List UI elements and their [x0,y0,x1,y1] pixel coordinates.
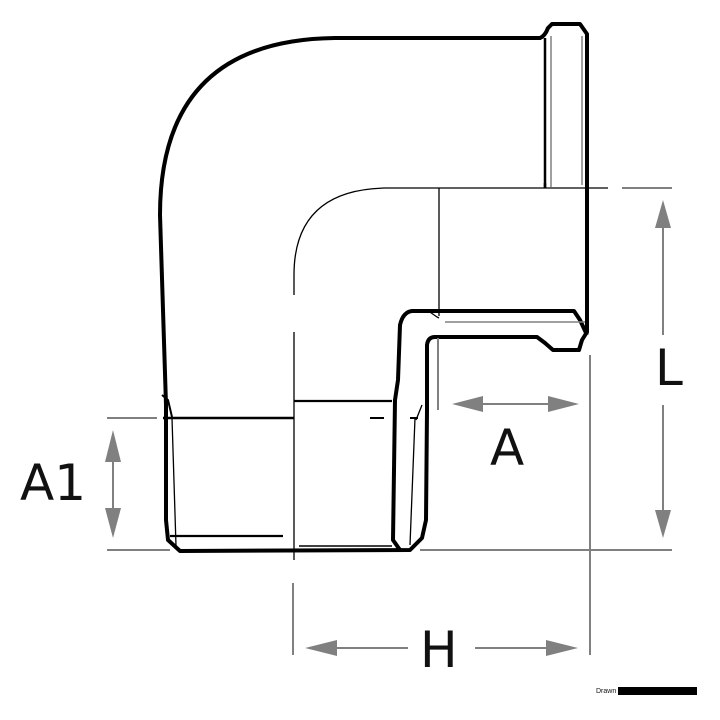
flange-lines [445,36,585,323]
drawn-text: Drawn [596,687,617,695]
drawn-footer: Drawn [596,686,698,696]
thin-lines [163,187,608,560]
dimension-lines [105,187,672,656]
redacted-bar [618,687,698,695]
dimension-label-A: A [490,419,525,477]
dimension-label-H: H [420,621,458,679]
dimension-label-A1: A1 [20,454,87,512]
dimension-label-L: L [655,339,683,397]
